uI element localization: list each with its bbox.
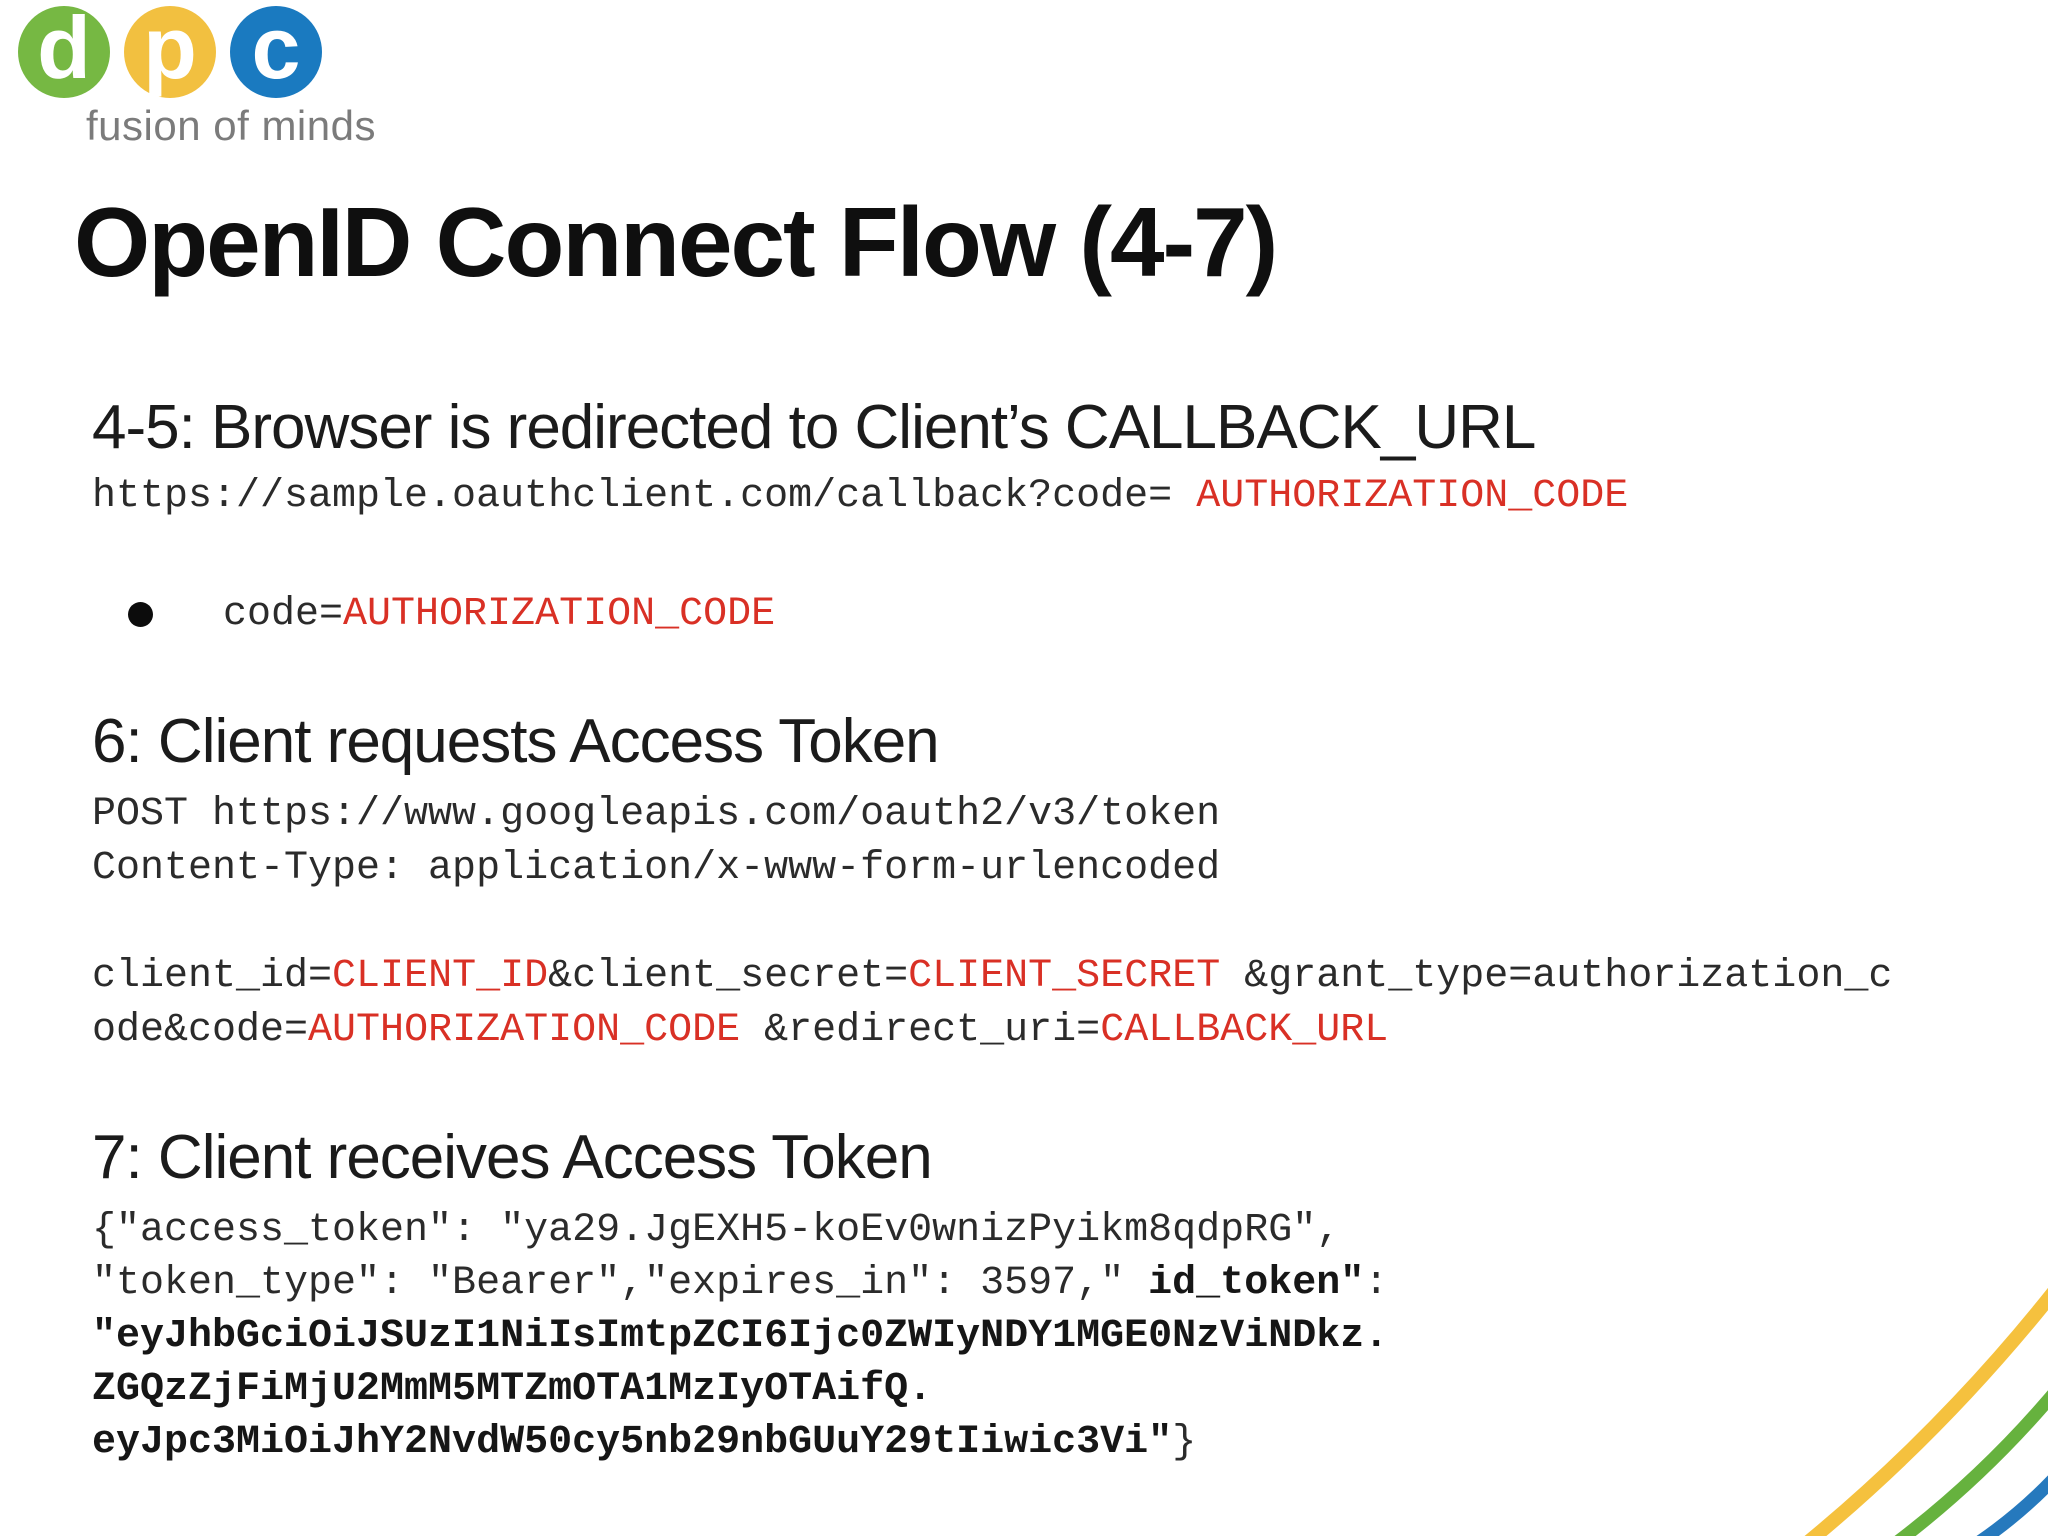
yellow-swoosh-line <box>1804 1287 2048 1536</box>
callback-url-placeholder: CALLBACK_URL <box>1100 1008 1389 1053</box>
body-authorization-code-placeholder: AUTHORIZATION_CODE <box>308 1008 741 1053</box>
token-response-line-1: {"access_token": "ya29.JgEXH5-koEv0wnizP… <box>92 1204 1388 1257</box>
id-token-part-3: eyJpc3MiOiJhY2NvdW50cy5nb29nbGUuY29tIiwi… <box>92 1420 1173 1465</box>
logo-circle-p: p <box>124 0 216 98</box>
token-response-line-5: eyJpc3MiOiJhY2NvdW50cy5nb29nbGUuY29tIiwi… <box>92 1416 1388 1469</box>
id-token-colon: : <box>1364 1261 1389 1306</box>
logo-tagline: fusion of minds <box>86 102 376 149</box>
id-token-key: id_token" <box>1148 1261 1365 1306</box>
logo-circles: d p c <box>18 0 376 98</box>
dpc-logo: d p c fusion of minds <box>18 0 376 150</box>
content-type-text: Content-Type: application/x-www-form-url… <box>92 846 1221 891</box>
content-type-line: Content-Type: application/x-www-form-url… <box>92 842 1892 896</box>
authorization-code-placeholder: AUTHORIZATION_CODE <box>1196 474 1629 519</box>
bullet-icon <box>128 602 153 627</box>
id-token-part-1: "eyJhbGciOiJSUzI1NiIsImtpZCI6Ijc0ZWIyNDY… <box>92 1314 1389 1359</box>
closing-brace: } <box>1172 1420 1197 1465</box>
blue-swoosh-line <box>1976 1475 2048 1536</box>
token-response-line-4: ZGQzZjFiMjU2MmM5MTZmOTA1MzIyOTAifQ. <box>92 1363 1388 1416</box>
callback-url-prefix: https://sample.oauthclient.com/callback?… <box>92 474 1197 519</box>
body-redirect-uri-key: &redirect_uri= <box>740 1008 1101 1053</box>
token-response-line-3: "eyJhbGciOiJSUzI1NiIsImtpZCI6Ijc0ZWIyNDY… <box>92 1310 1388 1363</box>
page-title: OpenID Connect Flow (4-7) <box>74 187 1278 297</box>
logo-letter-p: p <box>143 0 197 97</box>
logo-circle-c: c <box>230 0 322 98</box>
body-client-id-key: client_id= <box>92 954 333 999</box>
body-grant-type: &grant_type=authorization_c <box>1220 954 1893 999</box>
blank-line <box>92 896 1892 950</box>
bullet-code-prefix: code= <box>223 592 344 637</box>
bullet-authorization-code: AUTHORIZATION_CODE <box>343 592 776 637</box>
post-request-line: POST https://www.googleapis.com/oauth2/v… <box>92 788 1892 842</box>
section-45-callback-url: https://sample.oauthclient.com/callback?… <box>92 470 1628 524</box>
bullet-text: code=AUTHORIZATION_CODE <box>223 592 775 637</box>
section-7-token-response: {"access_token": "ya29.JgEXH5-koEv0wnizP… <box>92 1204 1388 1469</box>
access-token-text: {"access_token": "ya29.JgEXH5-koEv0wnizP… <box>92 1208 1341 1253</box>
section-6-heading: 6: Client requests Access Token <box>92 707 940 776</box>
id-token-part-2: ZGQzZjFiMjU2MmM5MTZmOTA1MzIyOTAifQ. <box>92 1367 933 1412</box>
section-45-heading: 4-5: Browser is redirected to Client’s C… <box>92 393 1536 462</box>
token-type-text: "token_type": "Bearer","expires_in": 359… <box>92 1261 1149 1306</box>
section-45-bullet-item: code=AUTHORIZATION_CODE <box>128 592 775 637</box>
logo-letter-c: c <box>251 0 301 97</box>
body-client-secret-key: &client_secret= <box>548 954 909 999</box>
client-id-placeholder: CLIENT_ID <box>332 954 549 999</box>
body-code-key: ode&code= <box>92 1008 309 1053</box>
token-response-line-2: "token_type": "Bearer","expires_in": 359… <box>92 1257 1388 1310</box>
logo-circle-d: d <box>18 0 110 98</box>
post-request-text: POST https://www.googleapis.com/oauth2/v… <box>92 792 1221 837</box>
client-secret-placeholder: CLIENT_SECRET <box>908 954 1221 999</box>
green-swoosh-line <box>1894 1390 2048 1536</box>
section-6-code-block: POST https://www.googleapis.com/oauth2/v… <box>92 788 1892 1058</box>
section-7-heading: 7: Client receives Access Token <box>92 1123 933 1192</box>
logo-letter-d: d <box>37 0 91 97</box>
token-request-body-line-2: ode&code=AUTHORIZATION_CODE &redirect_ur… <box>92 1004 1892 1058</box>
token-request-body-line-1: client_id=CLIENT_ID&client_secret=CLIENT… <box>92 950 1892 1004</box>
